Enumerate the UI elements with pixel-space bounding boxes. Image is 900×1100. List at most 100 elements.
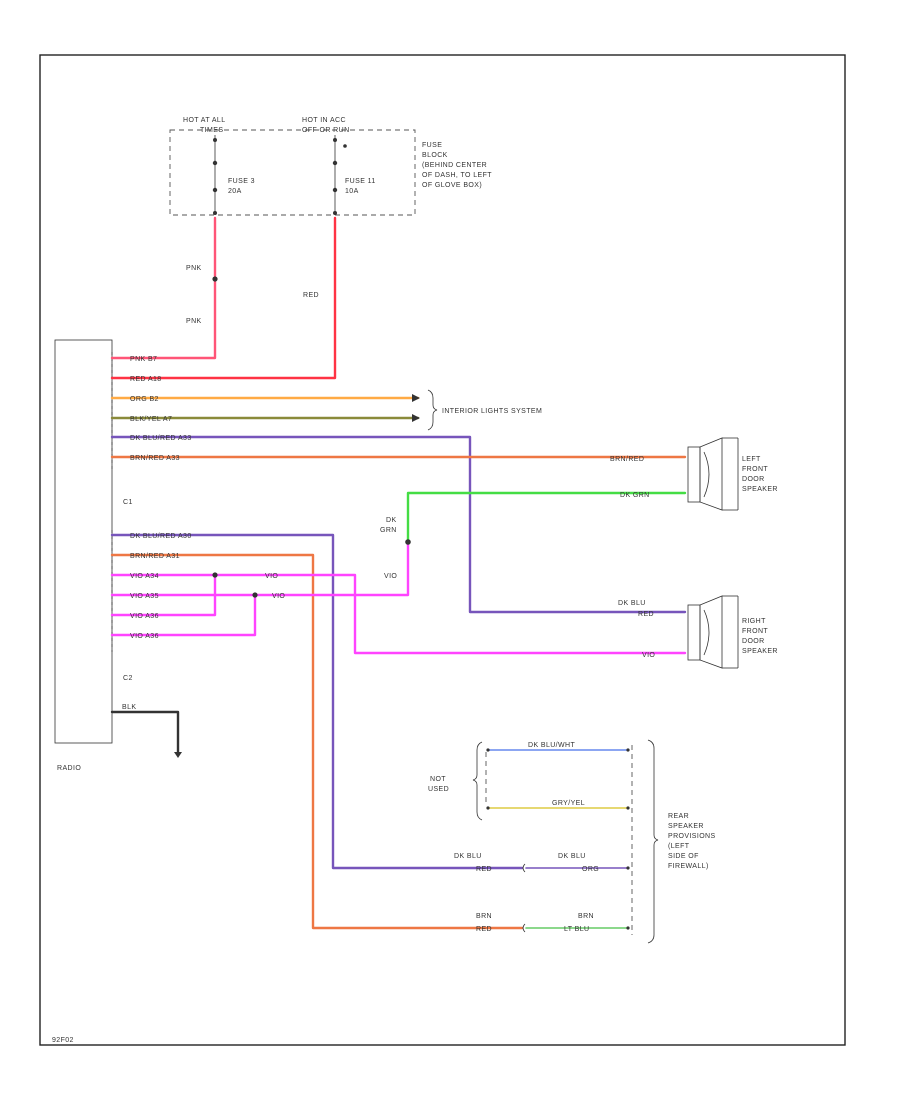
wire-name-labels: PNK PNK RED VIO VIO VIO DK GRN <box>186 265 397 600</box>
connector-c1: C1 <box>123 499 133 506</box>
fuse-11-rating: 10A <box>345 188 359 195</box>
left-wire-top: BRN/RED <box>610 456 644 463</box>
right-wire-bottom: VIO <box>642 652 655 659</box>
rear-dkblu-left-2: RED <box>476 866 492 873</box>
rear-brn-right-2: LT BLU <box>564 926 590 933</box>
radio-pin-labels: PNK B7 RED A18 ORG B2 BLK/YEL A7 DK BLU/… <box>122 356 192 711</box>
rear-wire-yellow: GRY/YEL <box>552 800 585 807</box>
label-vio-a: VIO <box>265 573 278 580</box>
radio-unit: C1 C2 RADIO <box>54 339 133 772</box>
left-speaker-magnet <box>687 446 701 503</box>
svg-text:RIGHT: RIGHT <box>742 618 766 625</box>
footer-code: 92F02 <box>52 1037 74 1044</box>
pin-c1-2: RED A18 <box>130 376 162 383</box>
label-dkgrn-2: GRN <box>380 527 397 534</box>
svg-text:SPEAKER: SPEAKER <box>668 823 704 830</box>
terminal-blk-yel <box>412 414 420 422</box>
svg-text:FRONT: FRONT <box>742 628 768 635</box>
rear-bracket <box>647 739 659 944</box>
pin-c1-6: BRN/RED A33 <box>130 455 180 462</box>
left-front-speaker: BRN/RED DK GRN LEFT FRONT DOOR SPEAKER <box>610 437 778 511</box>
rear-connector-terminals <box>486 748 630 933</box>
svg-text:SPEAKER: SPEAKER <box>742 648 778 655</box>
hot-right-line2: OFF OR RUN <box>302 127 350 134</box>
svg-text:OF DASH, TO LEFT: OF DASH, TO LEFT <box>422 172 492 179</box>
svg-text:FIREWALL): FIREWALL) <box>668 863 709 870</box>
wire-vio-a35 <box>110 543 410 597</box>
radio-label: RADIO <box>57 765 81 772</box>
connector-c2: C2 <box>123 675 133 682</box>
fuse-block: HOT AT ALL TIMES HOT IN ACC OFF OR RUN F… <box>169 117 492 216</box>
wire-vio-a36a <box>110 573 217 617</box>
fuse-block-outline <box>169 129 416 216</box>
splice-pnk <box>212 276 218 282</box>
interior-bracket <box>427 389 438 431</box>
right-wire-top-2: RED <box>638 611 654 618</box>
splices <box>174 276 420 758</box>
wire-blk-ground <box>110 710 180 754</box>
label-dkgrn-1: DK <box>386 517 397 524</box>
label-pnk-bottom: PNK <box>186 318 202 325</box>
wire-dkgrn <box>406 491 687 542</box>
svg-text:SPEAKER: SPEAKER <box>742 486 778 493</box>
diagram-frame <box>39 54 846 1046</box>
rear-dkblu-left-1: DK BLU <box>454 853 482 860</box>
interior-lights-label: INTERIOR LIGHTS SYSTEM <box>442 408 542 415</box>
svg-text:DOOR: DOOR <box>742 476 765 483</box>
ground-symbol <box>174 752 182 758</box>
fuse-3: FUSE 3 20A <box>212 135 255 215</box>
fuse-11: FUSE 11 10A <box>332 135 376 215</box>
pin-c2-6: VIO A36 <box>130 633 159 640</box>
svg-text:BLOCK: BLOCK <box>422 152 448 159</box>
pin-c1-3: ORG B2 <box>130 396 159 403</box>
pin-c1-4: BLK/YEL A7 <box>130 416 172 423</box>
radio-body <box>54 339 113 744</box>
left-wire-bottom: DK GRN <box>620 492 650 499</box>
label-pnk-top: PNK <box>186 265 202 272</box>
svg-text:FUSE: FUSE <box>422 142 442 149</box>
splice-dkgrn <box>405 539 411 545</box>
left-speaker-cone <box>699 437 723 511</box>
pin-c1-5: DK BLU/RED A33 <box>130 435 192 442</box>
svg-text:DOOR: DOOR <box>742 638 765 645</box>
wire-dkblu-red-c2 <box>110 533 524 870</box>
rear-brn-left-1: BRN <box>476 913 492 920</box>
pin-c2-1: DK BLU/RED A30 <box>130 533 192 540</box>
pin-c2-2: BRN/RED A31 <box>130 553 180 560</box>
hot-left-line2: TIMES <box>200 127 223 134</box>
rear-speaker-provisions: NOT USED DK BLU/WHT GRY/YEL DK BLU RED D… <box>428 739 716 944</box>
not-used-bracket <box>472 741 483 821</box>
not-used-line2: USED <box>428 786 449 793</box>
svg-text:FRONT: FRONT <box>742 466 768 473</box>
right-speaker-cone <box>699 595 723 669</box>
wire-vio-a34 <box>110 573 687 655</box>
label-red: RED <box>303 292 319 299</box>
rear-dkblu-right-1: DK BLU <box>558 853 586 860</box>
wire-brn-red-c2 <box>110 553 524 930</box>
label-vio-b: VIO <box>272 593 285 600</box>
rear-brn-left-2: RED <box>476 926 492 933</box>
rear-provisions-label: REAR SPEAKER PROVISIONS (LEFT SIDE OF FI… <box>668 813 716 870</box>
hot-right-line1: HOT IN ACC <box>302 117 346 124</box>
wire-pnk <box>110 216 217 360</box>
label-vio-c: VIO <box>384 573 397 580</box>
fuse-3-name: FUSE 3 <box>228 178 255 185</box>
svg-text:REAR: REAR <box>668 813 689 820</box>
svg-text:PROVISIONS: PROVISIONS <box>668 833 716 840</box>
fuse-11-name: FUSE 11 <box>345 178 376 185</box>
svg-text:(BEHIND CENTER: (BEHIND CENTER <box>422 162 487 169</box>
rear-wire-blue: DK BLU/WHT <box>528 742 575 749</box>
not-used-line1: NOT <box>430 776 446 783</box>
pin-c2-4: VIO A35 <box>130 593 159 600</box>
svg-text:OF GLOVE BOX): OF GLOVE BOX) <box>422 182 482 189</box>
terminal-org <box>412 394 420 402</box>
fuse-block-description: FUSE BLOCK (BEHIND CENTER OF DASH, TO LE… <box>422 142 492 189</box>
right-front-speaker: DK BLU RED VIO RIGHT FRONT DOOR SPEAKER <box>618 595 778 669</box>
interior-lights: INTERIOR LIGHTS SYSTEM <box>427 389 542 431</box>
ground-wire-label: BLK <box>122 704 136 711</box>
pin-c1-1: PNK B7 <box>130 356 157 363</box>
svg-text:LEFT: LEFT <box>742 456 761 463</box>
wire-red <box>110 216 337 380</box>
rear-brn-right-1: BRN <box>578 913 594 920</box>
